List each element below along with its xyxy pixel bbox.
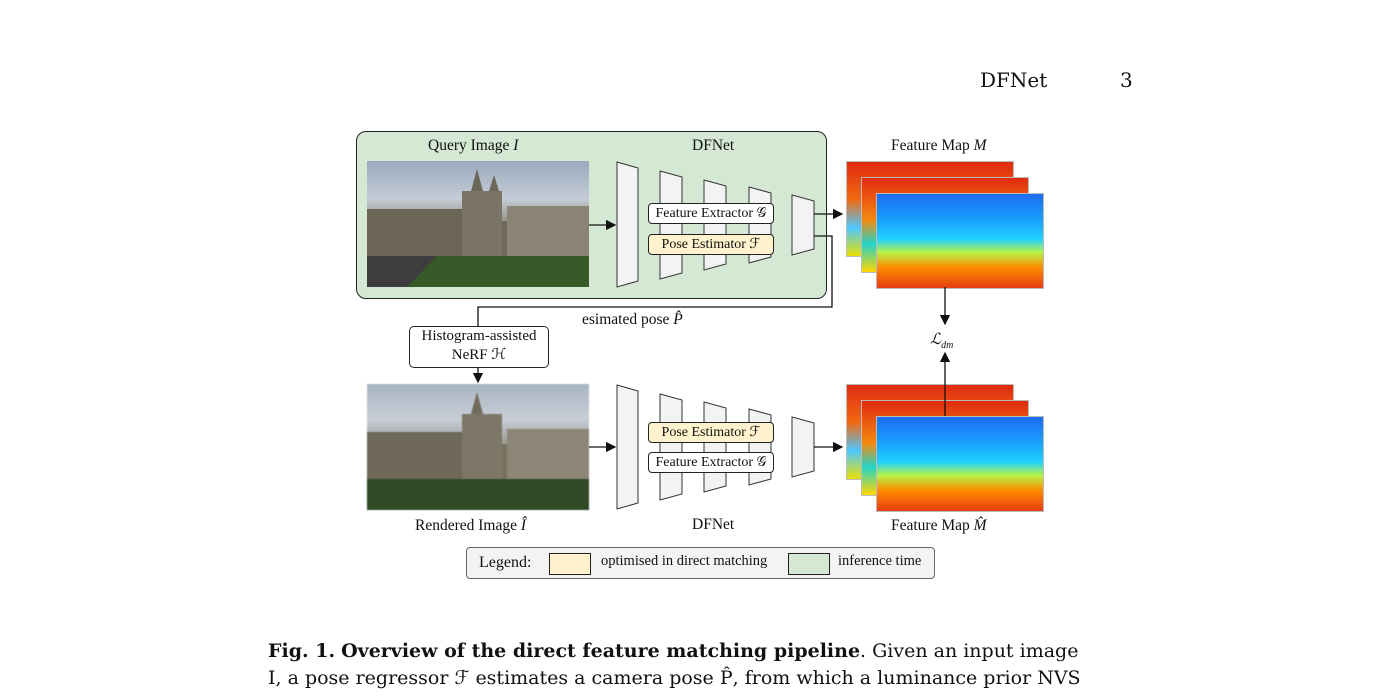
legend-optimised-label: optimised in direct matching — [601, 553, 768, 569]
query-image-label: Query Image I — [428, 137, 519, 154]
dfnet-bottom-label: DFNet — [692, 516, 735, 533]
caption-line-1: Fig. 1. Overview of the direct feature m… — [268, 638, 1132, 665]
page-number: 3 — [1120, 68, 1133, 92]
decoder-layer-bottom — [791, 416, 815, 478]
caption-label: Fig. 1. — [268, 640, 336, 662]
legend-title: Legend: — [479, 554, 532, 571]
histogram-nerf-box: Histogram-assisted NeRF ℋ — [409, 326, 549, 368]
encoder-layer-top-2 — [659, 170, 683, 280]
query-image-art — [367, 169, 589, 287]
feature-extractor-top-box: Feature Extractor 𝒢 — [648, 203, 774, 224]
pose-estimator-bottom-box: Pose Estimator ℱ — [648, 422, 774, 443]
caption-line-2: I, a pose regressor ℱ estimates a camera… — [268, 667, 1081, 689]
estimated-pose-connector — [477, 235, 833, 326]
rendered-image — [367, 384, 589, 510]
legend-swatch-optimised — [549, 553, 591, 575]
query-image — [367, 161, 589, 287]
legend-inference-label: inference time — [838, 553, 922, 569]
running-title: DFNet — [980, 68, 1048, 92]
rendered-image-label: Rendered Image Î — [415, 517, 527, 534]
feature-extractor-bottom-box: Feature Extractor 𝒢 — [648, 452, 774, 473]
estimated-pose-label: esimated pose P̂ — [582, 311, 683, 328]
feature-map-bottom-layer-3 — [876, 416, 1044, 512]
pose-estimator-top-box: Pose Estimator ℱ — [648, 234, 774, 255]
legend-swatch-inference — [788, 553, 830, 575]
feature-map-top-layer-3 — [876, 193, 1044, 289]
caption-title: Overview of the direct feature matching … — [341, 640, 861, 662]
running-header: DFNet 3 — [980, 68, 1133, 92]
loss-label: ℒdm — [930, 331, 954, 352]
encoder-layer-bottom-2 — [659, 393, 683, 501]
histogram-nerf-line1: Histogram-assisted — [421, 328, 537, 344]
feature-map-top-label: Feature Map M — [891, 137, 987, 154]
legend: Legend: optimised in direct matching inf… — [466, 547, 935, 579]
rendered-image-art — [367, 392, 589, 510]
encoder-layer-top-3 — [703, 179, 727, 271]
feature-map-bottom-label: Feature Map M̂ — [891, 517, 987, 534]
encoder-layer-bottom-3 — [703, 401, 727, 493]
decoder-layer-top — [791, 194, 815, 256]
dfnet-top-label: DFNet — [692, 137, 735, 154]
encoder-layer-bottom-4 — [748, 408, 772, 486]
encoder-layer-top-1 — [616, 161, 639, 288]
figure-caption: Fig. 1. Overview of the direct feature m… — [268, 638, 1132, 692]
caption-line1-rest: . Given an input image — [860, 640, 1079, 662]
histogram-nerf-line2: NeRF ℋ — [451, 347, 507, 363]
encoder-layer-bottom-1 — [616, 384, 639, 510]
